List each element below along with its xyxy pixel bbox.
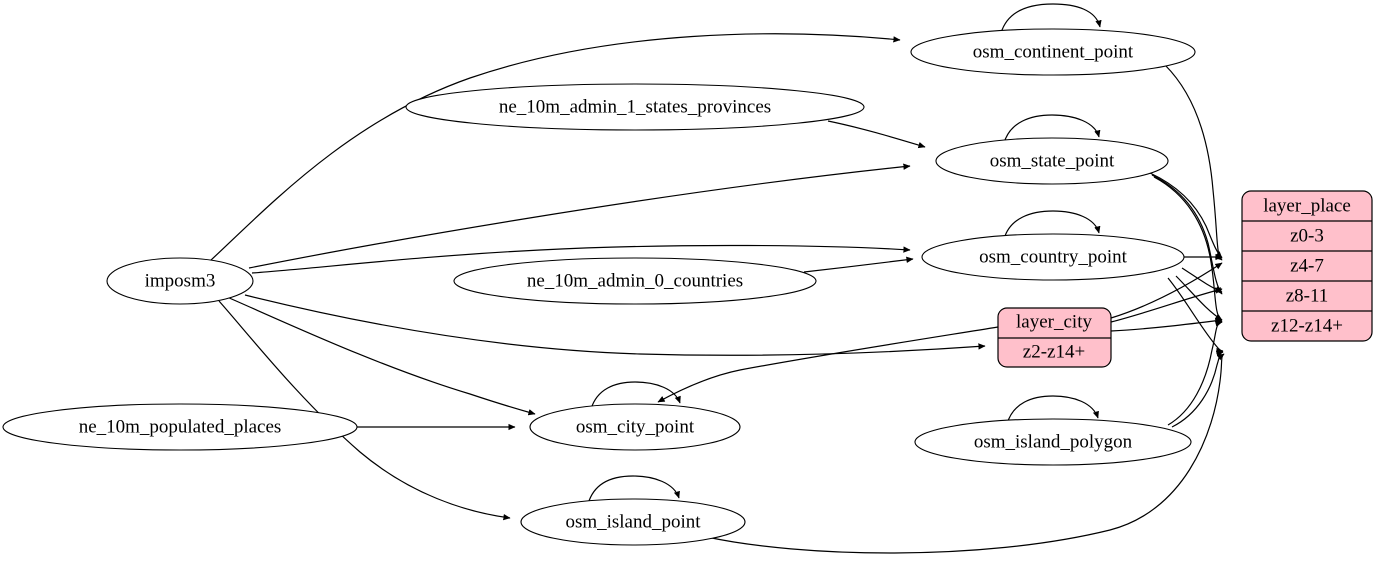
edge-self-osm-continent-point [1000,3,1102,34]
edge-imposm3-to-layer-city [244,294,986,356]
node-osm-city-point[interactable]: osm_city_point [529,403,741,451]
node-imposm3[interactable]: imposm3 [106,257,254,305]
record-layer: layer_place z0-3 z4-7 z8-11 z12-z14+ lay… [997,190,1373,368]
record-title-layer-city: layer_city [1016,311,1092,332]
record-port-layer-place-z8-11[interactable]: z8-11 [1286,285,1329,306]
record-port-layer-place-z12-z14[interactable]: z12-z14+ [1271,315,1343,336]
edge-osm-island-point-to-layer-place-z12-z14 [706,353,1225,554]
node-label-ne-countries: ne_10m_admin_0_countries [527,270,743,291]
node-label-osm-continent-point: osm_continent_point [973,41,1134,62]
edge-self-osm-island-point [587,475,680,505]
edge-imposm3-to-osm-island-point [218,300,511,521]
edge-imposm3-to-osm-state-point [248,163,911,269]
edge-layer-city-to-layer-place-z8-11 [1110,262,1223,319]
edge-osm-island-polygon-to-layer-place-z8-11 [1167,320,1223,426]
node-layer: imposm3 ne_10m_admin_1_states_provinces … [2,28,1196,546]
node-label-imposm3: imposm3 [145,270,216,291]
node-label-osm-state-point: osm_state_point [990,150,1115,171]
edge-self-osm-state-point [1003,114,1101,144]
edge-layer [209,3,1225,554]
edge-osm-country-point-to-layer-place-z8-11 [1175,275,1223,321]
record-port-layer-place-z0-3[interactable]: z0-3 [1290,225,1324,246]
edge-layer-city-to-osm-city-point [657,326,999,403]
node-label-osm-city-point: osm_city_point [576,416,695,437]
edge-osm-continent-point-to-layer-place-z0-3 [1164,64,1223,261]
record-title-layer-place: layer_place [1263,195,1351,216]
node-label-osm-island-point: osm_island_point [565,511,701,532]
node-ne-10m-admin-0-countries[interactable]: ne_10m_admin_0_countries [453,257,817,305]
edge-osm-state-point-to-layer-place-z0-3 [1149,172,1223,259]
record-port-layer-city-z2-z14[interactable]: z2-z14+ [1023,341,1085,362]
node-label-ne-populated: ne_10m_populated_places [79,416,282,437]
edge-ne-states-to-osm-state-point [827,120,926,149]
edge-self-osm-country-point [1003,210,1101,240]
node-osm-island-polygon[interactable]: osm_island_polygon [914,418,1192,466]
node-label-osm-country-point: osm_country_point [979,246,1127,267]
node-label-ne-states: ne_10m_admin_1_states_provinces [499,96,771,117]
edge-self-osm-island-polygon [1006,395,1099,425]
node-osm-state-point[interactable]: osm_state_point [935,137,1169,185]
node-ne-10m-admin-1-states-provinces[interactable]: ne_10m_admin_1_states_provinces [405,83,865,131]
node-label-osm-island-polygon: osm_island_polygon [974,431,1133,452]
record-node-layer-city[interactable]: layer_city z2-z14+ [997,307,1112,368]
edge-osm-state-point-to-layer-place-z4-7 [1151,174,1223,295]
edge-ne-countries-to-osm-country-point [803,256,914,273]
record-node-layer-place[interactable]: layer_place z0-3 z4-7 z8-11 z12-z14+ [1241,190,1373,342]
record-port-layer-place-z4-7[interactable]: z4-7 [1290,255,1324,276]
edge-layer-city-to-layer-place-z8-11-alt [1110,317,1223,332]
edge-imposm3-to-osm-city-point [226,296,536,416]
edge-imposm3-to-osm-continent-point [209,33,901,262]
edge-self-osm-city-point [590,381,681,410]
node-osm-island-point[interactable]: osm_island_point [520,498,746,546]
node-osm-country-point[interactable]: osm_country_point [921,233,1185,281]
node-osm-continent-point[interactable]: osm_continent_point [910,28,1196,76]
edge-imposm3-to-osm-country-point [251,244,911,274]
node-ne-10m-populated-places[interactable]: ne_10m_populated_places [2,403,358,451]
edge-osm-state-point-to-layer-place-z8-11 [1153,176,1223,323]
edge-layer-city-to-layer-place-z12-z14 [1110,287,1223,323]
